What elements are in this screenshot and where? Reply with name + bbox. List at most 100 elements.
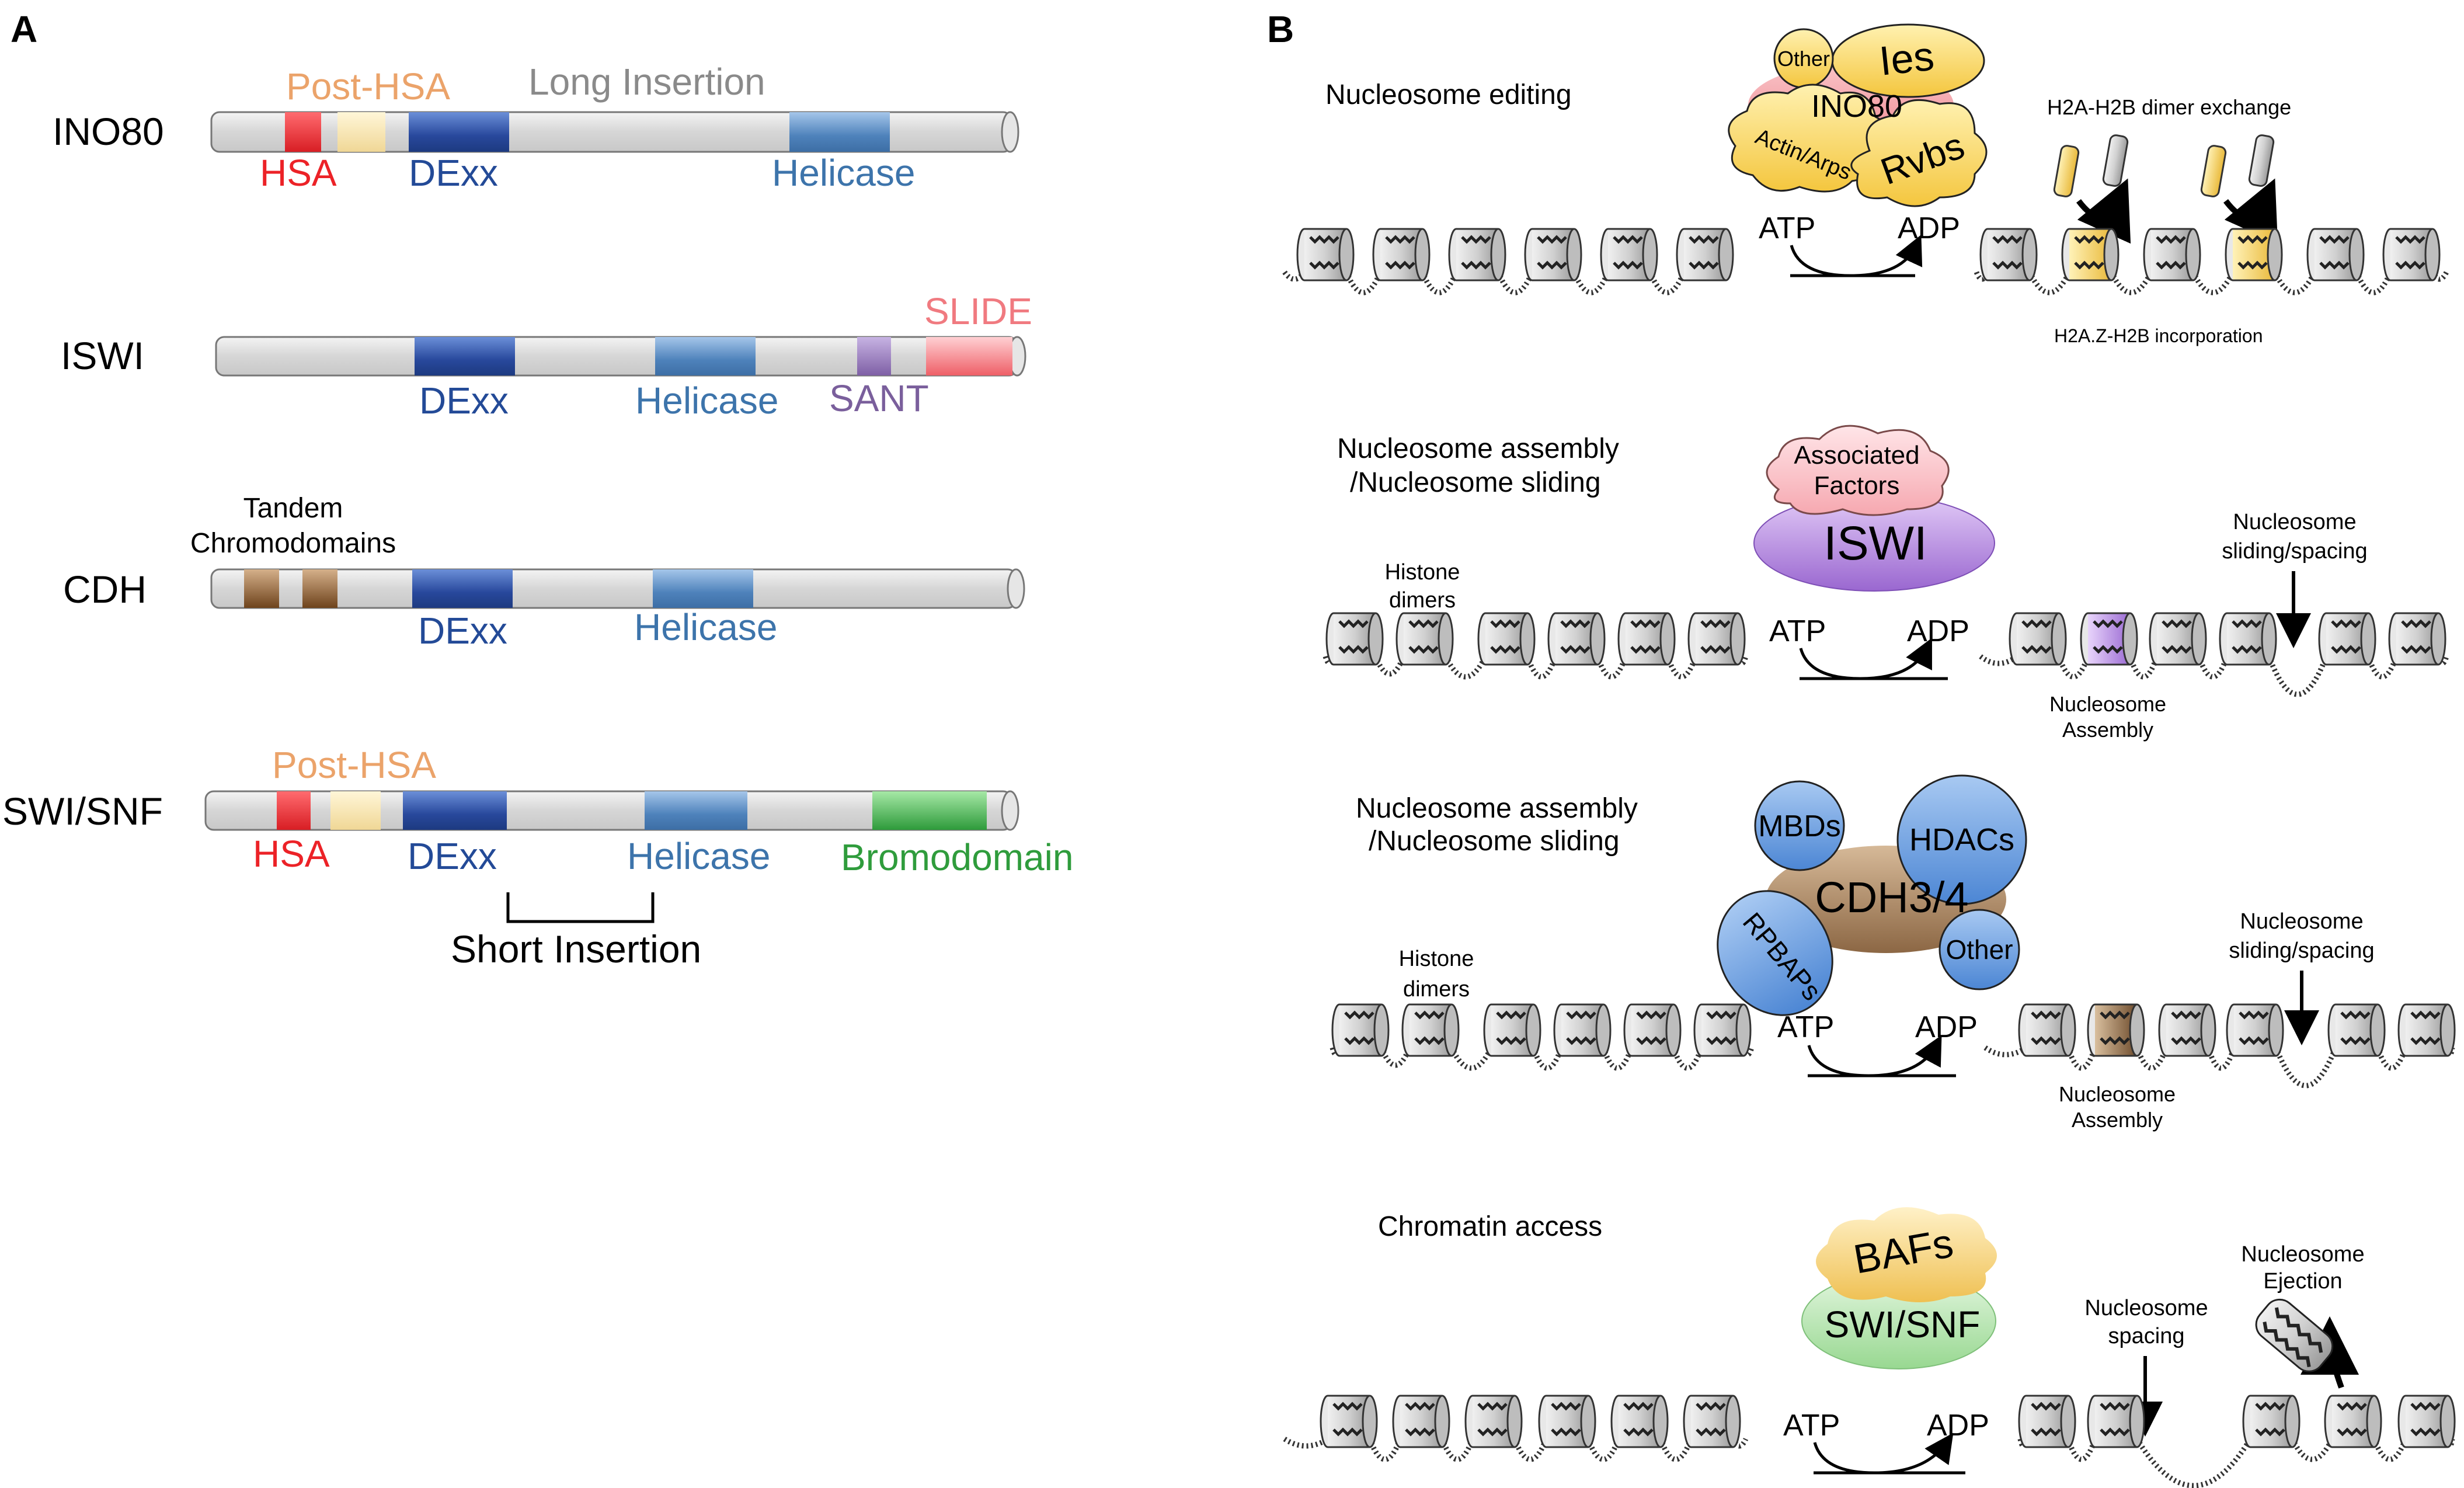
row4-left-dna-right [1730,1437,1749,1449]
cdh34-label: CDH3/4 [1815,873,1968,922]
row1-left-nucleosome [1600,228,1658,281]
h2a-dimer-2 [2248,134,2275,187]
ino80-helicase-label: Helicase [772,152,915,194]
rpbaps-bubble [1717,890,1833,1016]
row4-left-nucleosome [1683,1395,1741,1448]
row2-sliding-1: Nucleosome [2233,510,2356,534]
row2-left-dna-right [1735,655,1749,666]
hdacs-label: HDACs [1909,822,2014,857]
ino80-helicase-domain [789,112,890,152]
row2-atp-label: ATP [1769,614,1826,648]
row1-note-top: H2A-H2B dimer exchange [2047,95,2291,119]
row4-right-nucleosome [2397,1395,2456,1448]
row4-ejection-1: Nucleosome [2241,1242,2364,1267]
row1-atp-label: ATP [1759,211,1815,245]
other-label: Other [1777,47,1830,71]
row4-right-nucleosome [2018,1395,2076,1448]
associated-factors-cloud [1766,425,1950,516]
swisnf-post-hsa-label: Post-HSA [272,744,436,786]
cdh-helicase-domain [653,569,753,608]
row3-adp-label: ADP [1915,1010,1978,1044]
row1-right-linker-dna [2190,271,2236,295]
ino80-post-hsa-label: Post-HSA [286,65,450,107]
row4-left-nucleosome [1464,1395,1523,1448]
row1-right-linker-dna [2272,271,2317,295]
iswi-helicase-label: Helicase [635,380,778,422]
row1-adp-label: ADP [1898,211,1960,245]
cdh-tandem-label-1: Tandem [243,493,343,524]
assoc-label-1: Associated [1794,441,1919,470]
row3-right-nucleosome [2327,1003,2386,1057]
row2-left-nucleosome [1617,612,1676,666]
row3-left-nucleosome [1693,1003,1752,1057]
row1-right-linker-dna [2108,271,2154,295]
row2-right-linker-dna [2365,655,2399,680]
swisnf-protein: SWI/SNF Post-HSA HSA DExx Helicase Bromo… [2,744,1073,971]
row1-left-linker-dna [1344,271,1383,295]
row2-left-nucleosome [1687,612,1746,666]
row1-left-nucleosome [1676,228,1734,281]
iswi-protein: ISWI SLIDE DExx Helicase SANT [61,290,1032,422]
ino80-label: INO80 [1811,89,1902,124]
ino80-post-hsa-domain [337,112,385,152]
ino80-long-insertion-label: Long Insertion [528,61,765,103]
row4-left-nucleosome [1610,1395,1669,1448]
row3-right-nucleosome [2397,1003,2456,1057]
row3-right-linker-dna [2065,1047,2098,1071]
row2-left-nucleosome [1325,612,1384,666]
row2-title-1: Nucleosome assembly [1337,433,1619,464]
iswi-dexx-domain [415,337,515,376]
row4-atp-label: ATP [1783,1409,1840,1442]
bafs-cloud [1816,1207,1997,1302]
swisnf-bromodomain-label: Bromodomain [841,836,1073,878]
cdh-tandem-label-2: Chromodomains [190,528,396,559]
row3-title-1: Nucleosome assembly [1356,793,1638,824]
row4-right-linker-dna [2065,1438,2098,1462]
row1-left-linker-dna [1495,271,1535,295]
cdh-dexx-label: DExx [418,610,507,652]
swisnf-dexx-label: DExx [408,835,497,877]
row2-right-linker-dna [2266,655,2329,697]
ino80-hsa-domain [285,112,321,152]
row2-right-linker-dna [2196,655,2230,680]
row3-right-nucleosome [2018,1003,2076,1057]
swisnf-name: SWI/SNF [2,790,163,833]
h2a-dimer-1 [2102,134,2129,187]
row2-assembly-2: Assembly [2062,718,2153,742]
row2-reaction-arrow [1799,638,1932,680]
row3-title-2: /Nucleosome sliding [1369,826,1620,857]
iswi-slide-domain [926,337,1012,376]
row3-left-dna-right [1741,1047,1755,1058]
row4-left-nucleosome [1392,1395,1450,1448]
row3-assembly-1: Nucleosome [2059,1082,2176,1106]
row3-atp-label: ATP [1777,1010,1834,1044]
row3-left-linker-dna [1600,1047,1634,1071]
row1-left-nucleosome [1448,228,1506,281]
row3-histone-1: Histone [1399,947,1474,971]
row1-left-nucleosome [1296,228,1355,281]
exchange-arrow-2 [2223,178,2278,244]
h2az-dimer-1 [2053,145,2080,197]
row4-right-linker-dna [2289,1438,2335,1462]
mbds-label: MBDs [1758,809,1841,843]
ino80-name: INO80 [53,110,164,153]
row4-right-nucleosome [2087,1395,2145,1448]
row3-left-linker-dna [1670,1047,1704,1071]
row2-right-nucleosome [2219,612,2277,666]
iswi-helicase-domain [655,337,756,376]
row3-right-dna-left [1983,1045,2028,1058]
row1-left-linker-dna [1419,271,1459,295]
row-cdh: Nucleosome assembly /Nucleosome sliding … [1356,774,2375,1132]
ino80-protein: INO80 Post-HSA Long Insertion HSA DExx H… [53,61,1019,194]
row1-right-linker-dna [2027,271,2072,295]
row4-spacing-2: spacing [2108,1324,2185,1348]
row2-right-nucleosome [2318,612,2376,666]
row2-right-dna-left [1979,654,2018,666]
row4-left-dna-left [1283,1437,1330,1449]
h2az-dimer-2 [2200,145,2227,197]
nucleosome-arrays [1282,228,2456,1488]
row2-right-dna-right [2435,655,2449,666]
row3-right-linker-dna [2205,1047,2237,1071]
row3-right-linker-dna [2273,1047,2338,1089]
